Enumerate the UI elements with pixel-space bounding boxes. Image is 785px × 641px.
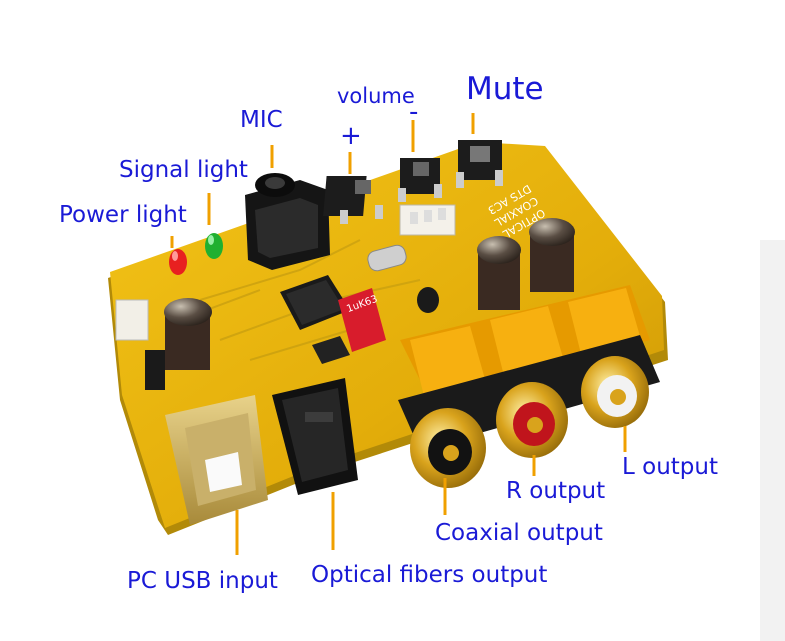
coaxial-rca bbox=[410, 408, 486, 488]
label-l-output: L output bbox=[622, 454, 718, 480]
r-output-rca bbox=[496, 382, 568, 458]
label-mute: Mute bbox=[466, 71, 544, 107]
mic-jack bbox=[245, 173, 330, 270]
power-led bbox=[169, 249, 187, 275]
leader-lines bbox=[170, 113, 627, 555]
crystal bbox=[367, 244, 407, 272]
l-output-rca bbox=[581, 356, 649, 428]
label-r-output: R output bbox=[506, 478, 606, 504]
volume-minus-button bbox=[398, 158, 442, 202]
label-mic: MIC bbox=[240, 107, 283, 133]
usb-b-connector bbox=[165, 395, 268, 525]
optical-connector bbox=[272, 378, 358, 495]
label-volume: volume bbox=[337, 84, 415, 108]
red-chip: 1uK63 bbox=[338, 288, 386, 352]
capacitor-2 bbox=[529, 218, 575, 292]
label-signal-light: Signal light bbox=[119, 157, 248, 183]
label-minus: - bbox=[409, 97, 419, 127]
label-plus: + bbox=[340, 121, 362, 151]
transistor bbox=[417, 287, 439, 313]
label-coaxial-output: Coaxial output bbox=[435, 520, 603, 546]
signal-led bbox=[205, 233, 223, 259]
left-capacitor bbox=[164, 298, 212, 370]
white-connector bbox=[399, 204, 456, 236]
dac-chip bbox=[280, 275, 350, 330]
volume-plus-button bbox=[323, 176, 383, 224]
label-optical-output: Optical fibers output bbox=[311, 562, 548, 588]
left-connector bbox=[115, 299, 149, 341]
label-power-light: Power light bbox=[59, 202, 187, 228]
label-pc-usb-input: PC USB input bbox=[127, 568, 278, 594]
capacitor-1 bbox=[477, 236, 521, 310]
mute-button bbox=[456, 140, 503, 188]
small-chip bbox=[312, 336, 350, 364]
pin-header bbox=[145, 350, 165, 390]
